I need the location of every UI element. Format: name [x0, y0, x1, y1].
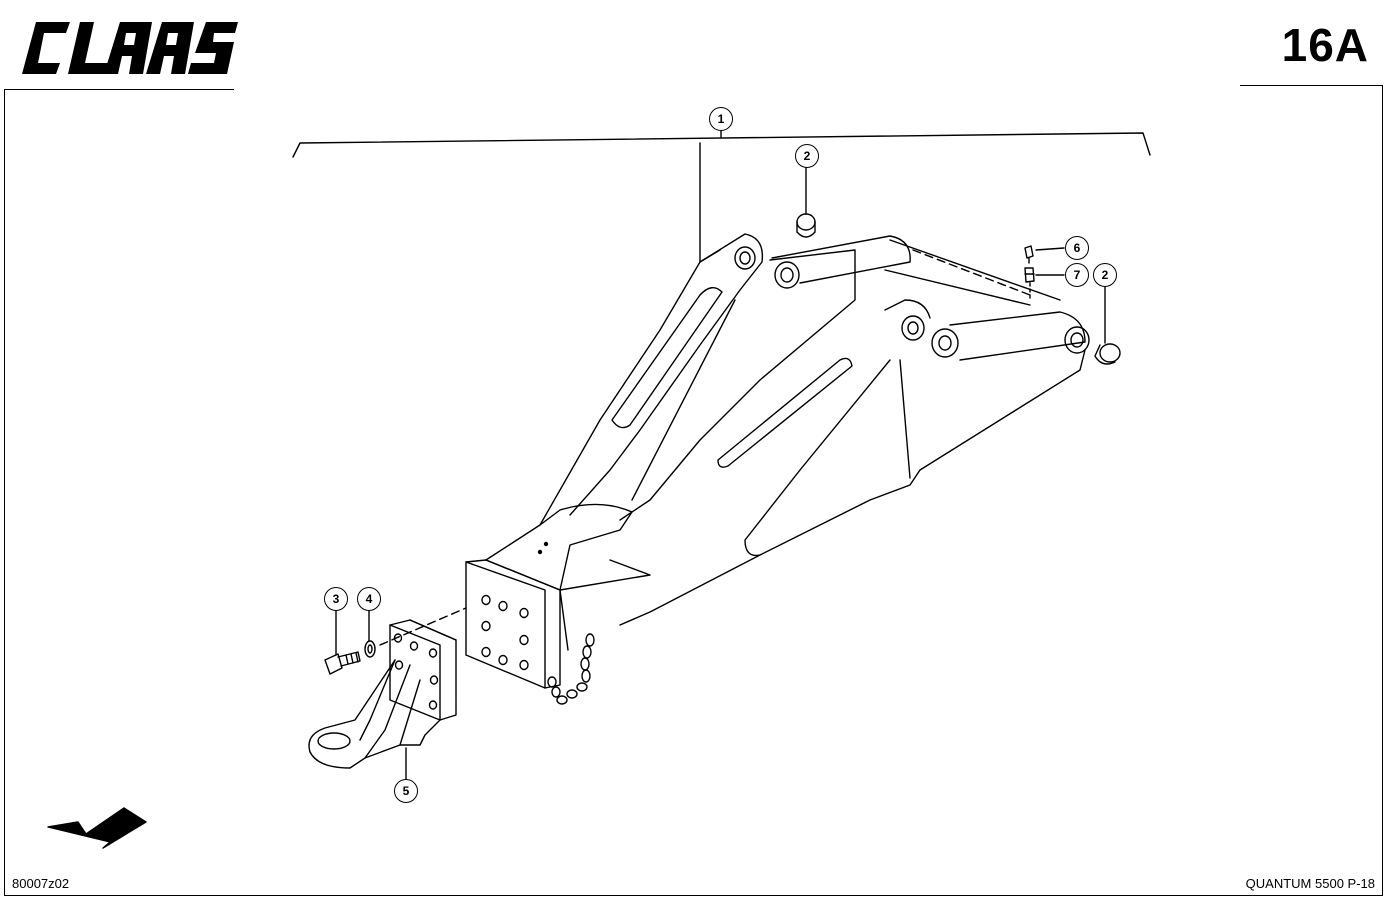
callout-1[interactable]: 1	[709, 107, 733, 131]
model-reference: QUANTUM 5500 P-18	[1245, 876, 1375, 891]
frame-right-border	[1382, 85, 1383, 896]
frame-bottom-border	[4, 895, 1383, 896]
claas-logo	[22, 22, 238, 74]
callout-2b[interactable]: 2	[1093, 263, 1117, 287]
adapter	[1024, 267, 1035, 283]
mounting-holes	[481, 594, 529, 671]
bushing-front	[796, 213, 816, 238]
drawbar-frame	[465, 233, 1090, 689]
assembly-bracket	[292, 129, 1151, 263]
bolt	[324, 651, 361, 675]
callout-5[interactable]: 5	[394, 779, 418, 803]
towing-eye-hitch	[308, 619, 457, 769]
drawing-number: 80007z02	[12, 876, 70, 891]
callout-2a[interactable]: 2	[795, 144, 819, 168]
page-code: 16A	[1281, 19, 1369, 71]
header-rule-left	[4, 89, 234, 90]
callout-3[interactable]: 3	[324, 587, 348, 611]
grease-nipple	[1024, 245, 1034, 264]
header-rule-right	[1240, 85, 1383, 86]
callout-6[interactable]: 6	[1065, 236, 1089, 260]
callout-4[interactable]: 4	[357, 587, 381, 611]
bushing-rear	[1094, 343, 1121, 365]
lock-washer	[364, 640, 376, 658]
callout-7[interactable]: 7	[1065, 263, 1089, 287]
leader-lines	[335, 167, 1106, 781]
direction-arrow-icon	[47, 807, 147, 849]
frame-left-border	[4, 89, 5, 896]
safety-chain	[547, 633, 595, 705]
